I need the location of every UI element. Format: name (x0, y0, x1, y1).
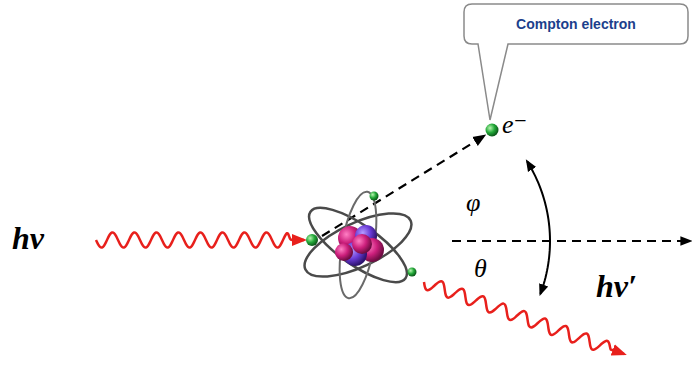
incident-direction-line (452, 240, 690, 242)
photon-energy-label: hν′ (596, 270, 637, 302)
incident-photon-wave (96, 232, 304, 247)
electron-label: e⁻ (502, 112, 527, 138)
photon-waves (96, 232, 624, 354)
callout-text: Compton electron (516, 16, 636, 32)
compton-electron-dot (486, 124, 499, 137)
angle-label: φ (466, 190, 480, 216)
callout-box: Compton electron (464, 4, 688, 44)
angle-label: θ (474, 256, 487, 282)
photon-energy-label: hν (12, 222, 44, 254)
scattered-photon-wave (424, 281, 624, 354)
atom-illustration (296, 189, 420, 301)
angle-arc (527, 161, 550, 294)
